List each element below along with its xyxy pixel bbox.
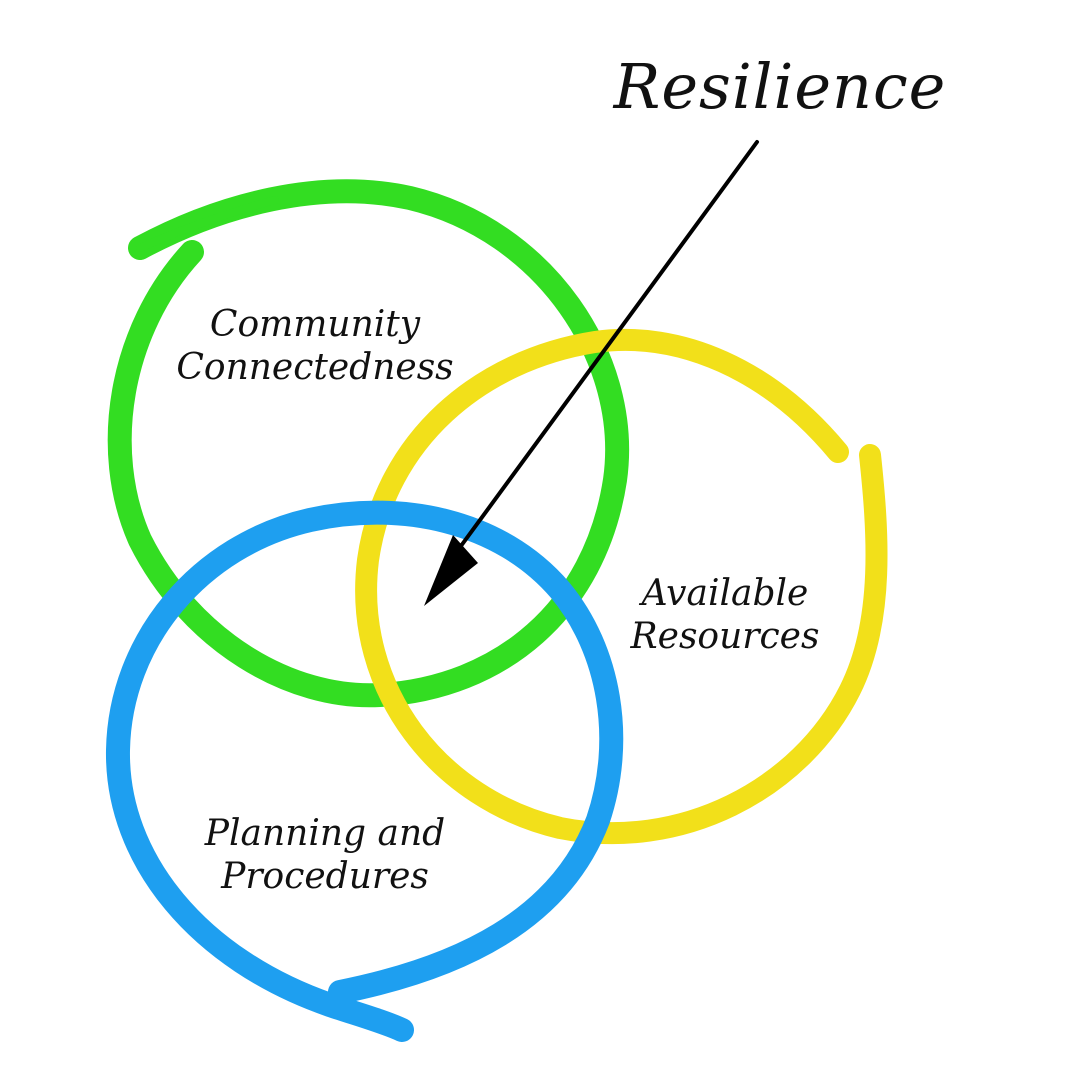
resources-circle bbox=[355, 328, 888, 845]
community-label-line-2: Connectedness bbox=[176, 347, 454, 389]
planning-label-line-1: Planning and bbox=[204, 813, 446, 854]
community-connectedness-label: Community Connectedness bbox=[140, 303, 490, 389]
planning-circle bbox=[105, 500, 624, 1042]
community-circle-tail bbox=[136, 196, 279, 252]
resources-circle-stroke bbox=[355, 328, 888, 845]
resilience-arrow bbox=[424, 140, 759, 606]
community-circle-stroke bbox=[107, 179, 630, 708]
arrow-head-icon bbox=[424, 535, 478, 606]
resources-label-line-2: Resources bbox=[630, 616, 820, 658]
planning-procedures-label: Planning and Procedures bbox=[150, 812, 500, 898]
community-label-line-1: Community bbox=[209, 304, 421, 345]
diagram-title: Resilience bbox=[613, 50, 947, 123]
planning-circle-stroke bbox=[105, 500, 624, 1042]
arrow-shaft bbox=[456, 140, 759, 552]
resources-label-line-1: Available bbox=[641, 573, 809, 614]
planning-label-line-2: Procedures bbox=[221, 856, 429, 898]
community-circle bbox=[107, 179, 630, 708]
available-resources-label: Available Resources bbox=[590, 572, 860, 658]
